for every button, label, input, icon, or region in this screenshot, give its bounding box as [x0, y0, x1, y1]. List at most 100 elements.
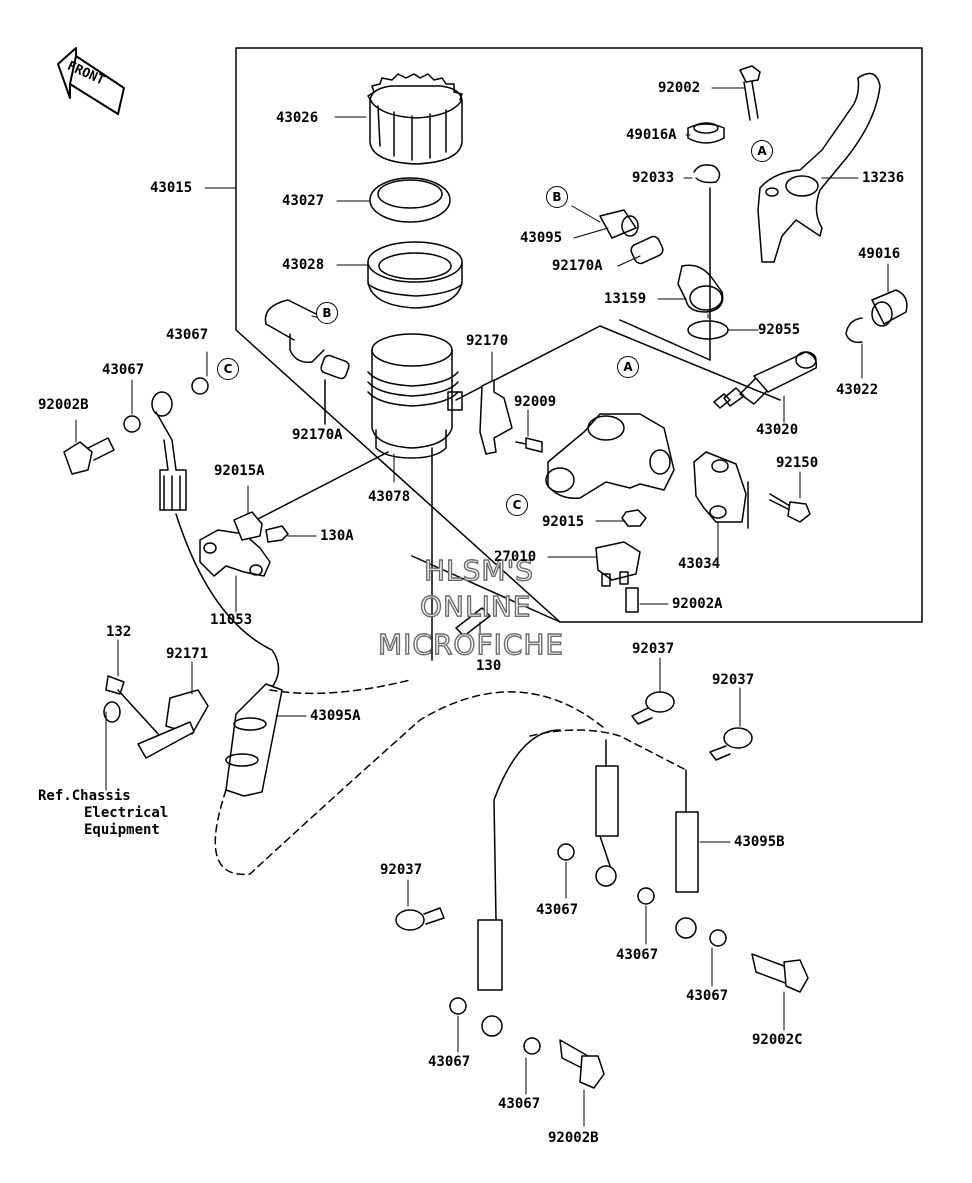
hose-fitting	[677, 264, 724, 313]
part-43067-e: 43067	[686, 988, 729, 1004]
reference-line-2: Electrical	[84, 805, 169, 821]
part-92002b-bottom: 92002B	[548, 1130, 599, 1146]
brake-light-switch	[595, 541, 641, 613]
hose-small	[599, 209, 639, 239]
reservoir-cap	[367, 73, 463, 165]
part-43067-c: 43067	[536, 902, 579, 918]
lower-hose-3	[477, 729, 561, 1037]
hex-nut	[621, 509, 647, 527]
watermark-line-3: MICROFICHE	[377, 628, 565, 661]
reservoir-body	[367, 333, 463, 459]
part-49016: 49016	[858, 246, 901, 262]
front-arrow	[57, 47, 125, 115]
part-13159: 13159	[604, 291, 647, 307]
washer-7	[523, 1037, 541, 1055]
diaphragm	[367, 241, 463, 309]
part-92015a: 92015A	[214, 463, 265, 479]
part-43015: 43015	[150, 180, 193, 196]
hose-43095a	[225, 683, 283, 797]
reservoir-hose	[264, 299, 325, 363]
screw-130	[455, 607, 491, 637]
watermark-line-1: HLSM'S	[423, 554, 535, 587]
part-92170a-left: 92170A	[292, 427, 343, 443]
rubber-grommet	[233, 511, 263, 541]
part-43067-a: 43067	[166, 327, 209, 343]
part-43095b: 43095B	[734, 834, 785, 850]
callout-c-washer: C	[217, 358, 239, 380]
part-92002b-top: 92002B	[38, 397, 89, 413]
part-43067-g: 43067	[498, 1096, 541, 1112]
part-92002c: 92002C	[752, 1032, 803, 1048]
callout-c-cylinder: C	[506, 494, 528, 516]
part-92037-b: 92037	[712, 672, 755, 688]
leader-lines	[75, 87, 889, 1127]
part-43034: 43034	[678, 556, 721, 572]
circlip	[693, 164, 721, 184]
part-43067-b: 43067	[102, 362, 145, 378]
part-49016a: 49016A	[626, 127, 677, 143]
diaphragm-plate	[369, 177, 451, 223]
lower-hose-2	[675, 769, 699, 939]
part-92009: 92009	[514, 394, 557, 410]
part-43026: 43026	[276, 110, 319, 126]
part-43078: 43078	[368, 489, 411, 505]
part-43067-f: 43067	[428, 1054, 471, 1070]
washer-2	[123, 415, 141, 433]
part-92055: 92055	[758, 322, 801, 338]
part-43095: 43095	[520, 230, 563, 246]
part-43022: 43022	[836, 382, 879, 398]
washer-4	[637, 887, 655, 905]
part-92170: 92170	[466, 333, 509, 349]
reference-line-1: Ref.Chassis	[38, 788, 131, 804]
part-43067-d: 43067	[616, 947, 659, 963]
part-43095a: 43095A	[310, 708, 361, 724]
mounting-bracket	[199, 529, 271, 577]
part-130a: 130A	[320, 528, 354, 544]
part-13236: 13236	[862, 170, 905, 186]
lower-hose-1	[595, 739, 619, 887]
part-92037-c: 92037	[380, 862, 423, 878]
washer-3	[557, 843, 575, 861]
hose-guide-1	[631, 691, 675, 725]
part-92170a-right: 92170A	[552, 258, 603, 274]
part-43020: 43020	[756, 422, 799, 438]
hose-guide-3	[395, 907, 445, 931]
part-92037-a: 92037	[632, 641, 675, 657]
part-27010: 27010	[494, 549, 537, 565]
callout-b-hose: B	[546, 186, 568, 208]
washer-6	[449, 997, 467, 1015]
part-130: 130	[476, 658, 502, 674]
handlebar-clamp	[693, 451, 749, 529]
banjo-bolt-lower-2	[559, 1039, 605, 1089]
part-92002: 92002	[658, 80, 701, 96]
o-ring	[687, 320, 729, 340]
callout-a-lever: A	[751, 140, 773, 162]
master-cylinder	[455, 325, 781, 499]
assembly-frame	[235, 47, 923, 623]
piston-assembly	[713, 351, 818, 409]
grommet	[687, 122, 725, 144]
speed-sensor	[103, 675, 209, 759]
stay-screw	[515, 437, 543, 453]
hose-clamp-left	[320, 354, 350, 380]
hose-clamp-right	[630, 235, 664, 265]
washer-1	[191, 377, 209, 395]
bracket-stay	[479, 379, 513, 455]
part-43027: 43027	[282, 193, 325, 209]
part-92033: 92033	[632, 170, 675, 186]
part-92002a: 92002A	[672, 596, 723, 612]
part-92150: 92150	[776, 455, 819, 471]
brake-lever	[757, 72, 881, 263]
watermark-line-2: ONLINE	[419, 590, 532, 623]
part-11053: 11053	[210, 612, 253, 628]
banjo-bolt-upper	[63, 437, 115, 475]
part-43028: 43028	[282, 257, 325, 273]
pivot-bolt	[739, 65, 761, 121]
clamp-bolt	[769, 493, 811, 523]
washer-5	[709, 929, 727, 947]
reference-line-3: Equipment	[84, 822, 160, 838]
part-132: 132	[106, 624, 132, 640]
callout-b-reservoir: B	[316, 302, 338, 324]
banjo-bolt-lower-1	[751, 953, 809, 993]
